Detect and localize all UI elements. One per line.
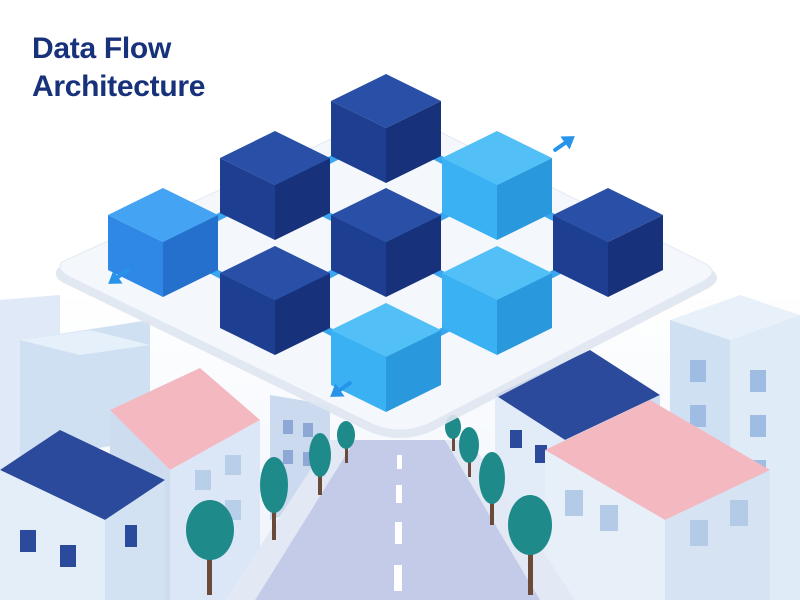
- node-face-left: [220, 273, 275, 355]
- tree: [479, 452, 505, 525]
- node-face-top: [331, 188, 441, 242]
- arrow-outflow-south: [330, 381, 352, 397]
- node-face-left: [553, 215, 608, 297]
- tree: [459, 427, 479, 477]
- node-upper-right: [442, 131, 552, 240]
- arrow-outflow-west: [108, 268, 130, 284]
- node-face-top: [220, 246, 330, 300]
- node-face-top: [108, 188, 218, 242]
- node-face-top: [442, 131, 552, 185]
- arrow-head: [330, 383, 345, 397]
- node-top: [331, 74, 441, 183]
- page-title: Data Flow Architecture: [32, 30, 205, 106]
- node-lower-right: [442, 246, 552, 355]
- trees: [186, 415, 552, 595]
- title-line-1: Data Flow: [32, 32, 171, 65]
- node-face-right: [386, 330, 441, 412]
- node-face-right: [386, 215, 441, 297]
- flow-arrows: [108, 136, 575, 397]
- node-face-top: [220, 131, 330, 185]
- title-line-2: Architecture: [32, 70, 206, 103]
- building-pink-right: [545, 400, 770, 600]
- tree: [309, 433, 331, 495]
- node-face-left: [331, 215, 386, 297]
- arrow-head: [108, 270, 123, 284]
- node-face-top: [331, 74, 441, 128]
- node-right: [553, 188, 663, 297]
- node-face-right: [163, 215, 218, 297]
- data-nodes: [108, 74, 663, 412]
- building-navy-left: [0, 430, 165, 600]
- node-left: [108, 188, 218, 297]
- node-face-right: [608, 215, 663, 297]
- node-face-top: [331, 303, 441, 357]
- tree: [337, 421, 355, 463]
- node-face-top: [553, 188, 663, 242]
- node-face-left: [442, 158, 497, 240]
- node-face-top: [442, 246, 552, 300]
- node-face-left: [442, 273, 497, 355]
- node-center: [331, 188, 441, 297]
- node-face-right: [386, 101, 441, 183]
- node-lower-left: [220, 246, 330, 355]
- node-face-right: [497, 273, 552, 355]
- node-face-left: [331, 101, 386, 183]
- arrow-head: [560, 136, 575, 150]
- arrow-outflow-north-east: [553, 136, 575, 152]
- node-face-left: [331, 330, 386, 412]
- tree: [260, 457, 288, 540]
- tree: [508, 495, 552, 595]
- node-face-right: [275, 158, 330, 240]
- tree: [186, 500, 234, 595]
- node-face-left: [220, 158, 275, 240]
- node-upper-left: [220, 131, 330, 240]
- node-face-right: [497, 158, 552, 240]
- node-face-right: [275, 273, 330, 355]
- node-bottom: [331, 303, 441, 412]
